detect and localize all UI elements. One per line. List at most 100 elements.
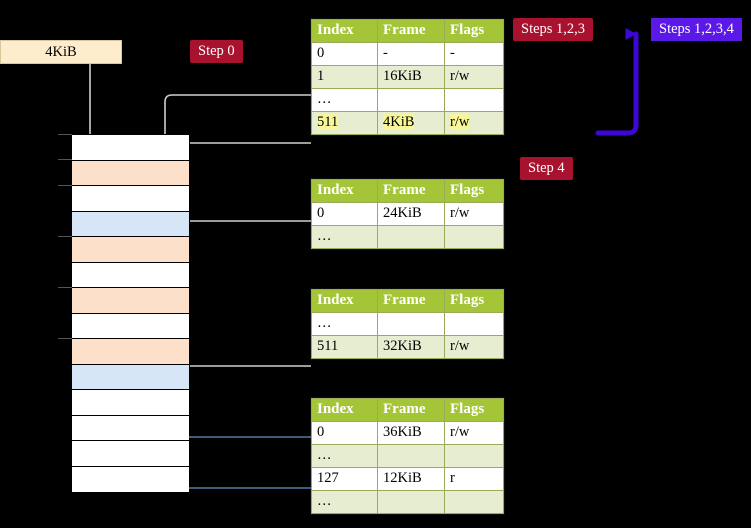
connector-l2-row511-to-memory [172,308,311,367]
memory-row [72,390,189,416]
memory-row [72,262,189,288]
cell-frame: 36KiB [377,421,445,445]
memory-tick [58,287,72,288]
cell-index: 127 [311,467,378,491]
column-header-flags: Flags [444,289,504,313]
cell-frame: 24KiB [377,202,445,226]
cell-flags [444,88,504,112]
page-table-row: … [311,444,504,468]
cell-index: … [311,312,378,336]
cell-index: 0 [311,202,378,226]
cell-index: 1 [311,65,378,89]
cell-flags [444,312,504,336]
page-table-row: … [311,88,504,112]
column-header-frame: Frame [377,19,445,43]
page-table-row: 511 4KiB r/w [311,111,504,135]
column-header-frame: Frame [377,398,445,422]
cell-index: 0 [311,42,378,66]
cell-flags: r/w [444,65,504,89]
memory-row [72,135,189,161]
frame-size-box: 4KiB [0,40,122,64]
cell-frame [377,312,445,336]
column-header-flags: Flags [444,179,504,203]
cell-flags: r/w [444,421,504,445]
cell-flags [444,225,504,249]
memory-row [72,186,189,212]
page-table-row: … [311,312,504,336]
cell-frame: 12KiB [377,467,445,491]
memory-tick [58,134,72,135]
cell-flags [444,444,504,468]
memory-row [72,313,189,339]
cell-frame: 4KiB [377,111,445,135]
memory-row [72,364,189,390]
badge-steps-123: Steps 1,2,3 [513,18,594,41]
connector-l4-row511-to-memory [178,142,311,156]
cell-flags: r [444,467,504,491]
memory-row [72,339,189,365]
badge-step-0: Step 0 [190,40,243,63]
cell-flags: - [444,42,504,66]
cell-frame [377,88,445,112]
cell-index: 511 [311,111,378,135]
badge-steps-1234: Steps 1,2,3,4 [651,18,742,41]
page-table-row: … [311,490,504,514]
memory-tick [58,159,72,160]
physical-memory-grid [58,134,190,492]
cell-frame [377,225,445,249]
page-table-row: 0-- [311,42,504,66]
memory-tick [58,185,72,186]
column-header-index: Index [311,398,378,422]
highlighted-value: 511 [317,114,339,130]
cell-frame: - [377,42,445,66]
connector-l3-row0-to-memory [178,220,311,268]
column-header-frame: Frame [377,289,445,313]
cell-index: 511 [311,335,378,359]
cell-index: 0 [311,421,378,445]
column-header-flags: Flags [444,19,504,43]
badge-step-4: Step 4 [520,157,573,180]
frame-size-label: 4KiB [45,43,77,60]
cell-frame [377,444,445,468]
memory-row [72,237,189,263]
column-header-frame: Frame [377,179,445,203]
memory-row [72,466,189,492]
cell-flags: r/w [444,335,504,359]
cell-index: … [311,225,378,249]
highlighted-value: 4KiB [383,114,415,130]
memory-row [72,415,189,441]
memory-row [72,211,189,237]
cell-frame: 32KiB [377,335,445,359]
memory-row [72,160,189,186]
column-header-index: Index [311,289,378,313]
page-table-row: … [311,225,504,249]
column-header-flags: Flags [444,398,504,422]
steps-bracket-arrow [595,28,639,136]
memory-row [72,441,189,467]
highlighted-value: r/w [450,114,470,130]
cell-flags [444,490,504,514]
cell-flags: r/w [444,202,504,226]
cell-flags: r/w [444,111,504,135]
cell-index: … [311,444,378,468]
cell-frame [377,490,445,514]
memory-row [72,288,189,314]
cell-index: … [311,490,378,514]
column-header-index: Index [311,19,378,43]
column-header-index: Index [311,179,378,203]
memory-tick [58,338,72,339]
cell-frame: 16KiB [377,65,445,89]
